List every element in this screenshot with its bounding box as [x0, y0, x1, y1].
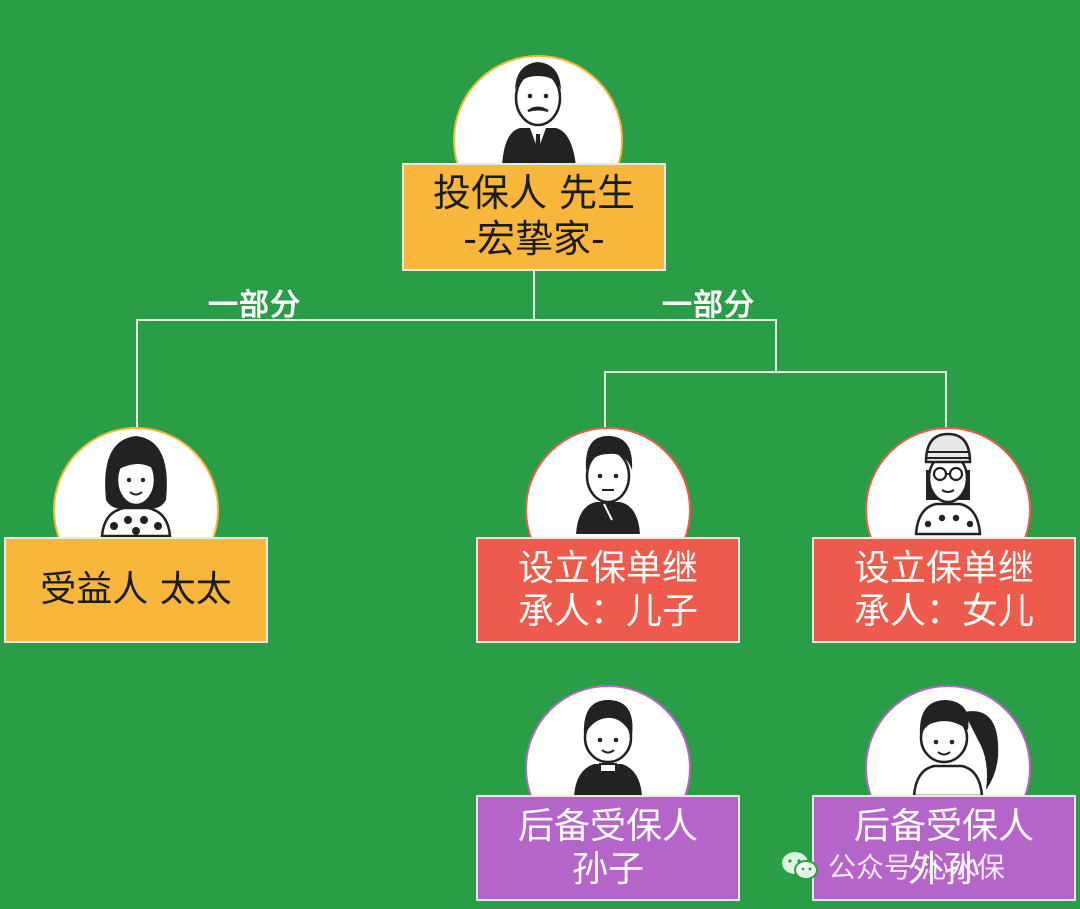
heir-son-line2: 承人：儿子	[517, 591, 698, 632]
connector-children-split	[604, 371, 947, 432]
edge-label-right: 一部分	[662, 288, 755, 323]
policyholder-line2: -宏挚家-	[463, 217, 605, 261]
node-backup-grandson: 后备受保人 孙子	[476, 795, 740, 901]
node-heir-son: 设立保单继 承人：儿子	[476, 537, 740, 643]
node-heir-daughter: 设立保单继 承人：女儿	[812, 537, 1076, 643]
node-policyholder: 投保人 先生 -宏挚家-	[402, 163, 666, 271]
backup-grandson-line2: 孙子	[571, 849, 644, 890]
heir-son-line1: 设立保单继	[517, 547, 698, 589]
backup-granddaughter-line2: 外孙	[907, 849, 980, 890]
watermark: 公众号·沁水保	[780, 846, 1005, 886]
node-backup-granddaughter: 后备受保人 外孙	[812, 795, 1076, 901]
heir-daughter-line2: 承人：女儿	[853, 591, 1034, 632]
node-beneficiary: 受益人 太太	[4, 537, 268, 643]
woman-icon	[100, 436, 172, 538]
connector-lines	[136, 270, 947, 436]
wechat-icon	[782, 852, 818, 880]
backup-granddaughter-line1: 后备受保人	[853, 805, 1034, 847]
backup-grandson-line1: 后备受保人	[517, 805, 698, 847]
young-woman-beanie-icon	[914, 432, 982, 536]
young-man-icon	[576, 436, 640, 534]
watermark-text: 公众号·沁水保	[828, 851, 1005, 884]
girl-ponytail-icon	[912, 700, 999, 798]
heir-daughter-line1: 设立保单继	[853, 547, 1034, 589]
connector-root-to-wife	[136, 319, 534, 436]
edge-label-left: 一部分	[208, 288, 301, 323]
policyholder-line1: 投保人 先生	[432, 171, 636, 216]
connector-root-to-children	[534, 319, 777, 372]
man-in-suit-icon	[502, 62, 576, 166]
beneficiary-label: 受益人 太太	[40, 569, 232, 611]
boy-icon	[574, 700, 642, 796]
